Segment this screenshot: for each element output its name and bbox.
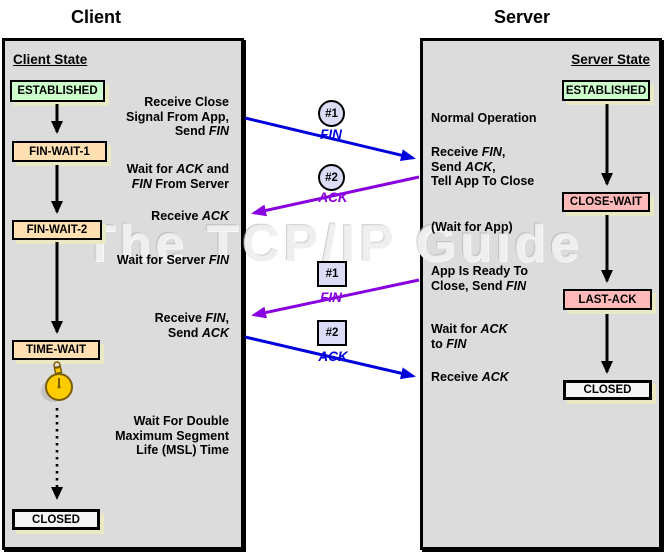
state-box-client-fin-wait-2: FIN-WAIT-2 — [12, 220, 102, 240]
client-annotation-wait-server-fin: Wait for Server FIN — [116, 253, 229, 267]
state-box-server-last-ack: LAST-ACK — [563, 289, 652, 310]
server-annotation-wait-for-app: (Wait for App) — [431, 220, 513, 234]
client-annotation-receive-fin-send-ack: Receive FIN,Send ACK — [154, 311, 229, 340]
message-4-label: ACK — [318, 349, 348, 364]
message-1-label: FIN — [320, 127, 342, 142]
state-box-client-established: ESTABLISHED — [10, 80, 105, 102]
server-title: Server — [493, 7, 551, 27]
client-annotation-receive-ack: Receive ACK — [151, 209, 229, 223]
state-box-client-time-wait: TIME-WAIT — [12, 340, 100, 360]
client-panel — [2, 38, 244, 550]
state-box-client-fin-wait-1: FIN-WAIT-1 — [12, 141, 107, 162]
client-state-heading: Client State — [13, 52, 88, 67]
message-2-label: ACK — [318, 190, 348, 205]
message-4-badge: #2 — [317, 320, 347, 346]
state-box-client-closed: CLOSED — [12, 509, 100, 530]
state-box-server-established: ESTABLISHED — [562, 80, 650, 101]
state-box-server-close-wait: CLOSE-WAIT — [562, 192, 650, 212]
message-1-badge: #1 — [318, 100, 345, 127]
server-state-heading: Server State — [571, 52, 650, 67]
message-3-label: FIN — [320, 290, 342, 305]
message-2-badge: #2 — [318, 164, 345, 191]
message-3-badge: #1 — [317, 261, 347, 287]
server-annotation-receive-ack: Receive ACK — [431, 370, 509, 384]
server-annotation-normal-operation: Normal Operation — [431, 111, 537, 125]
client-title: Client — [70, 7, 121, 27]
state-box-server-closed: CLOSED — [563, 380, 652, 400]
server-annotation-receive-fin: Receive FIN,Send ACK,Tell App To Close — [431, 145, 535, 188]
